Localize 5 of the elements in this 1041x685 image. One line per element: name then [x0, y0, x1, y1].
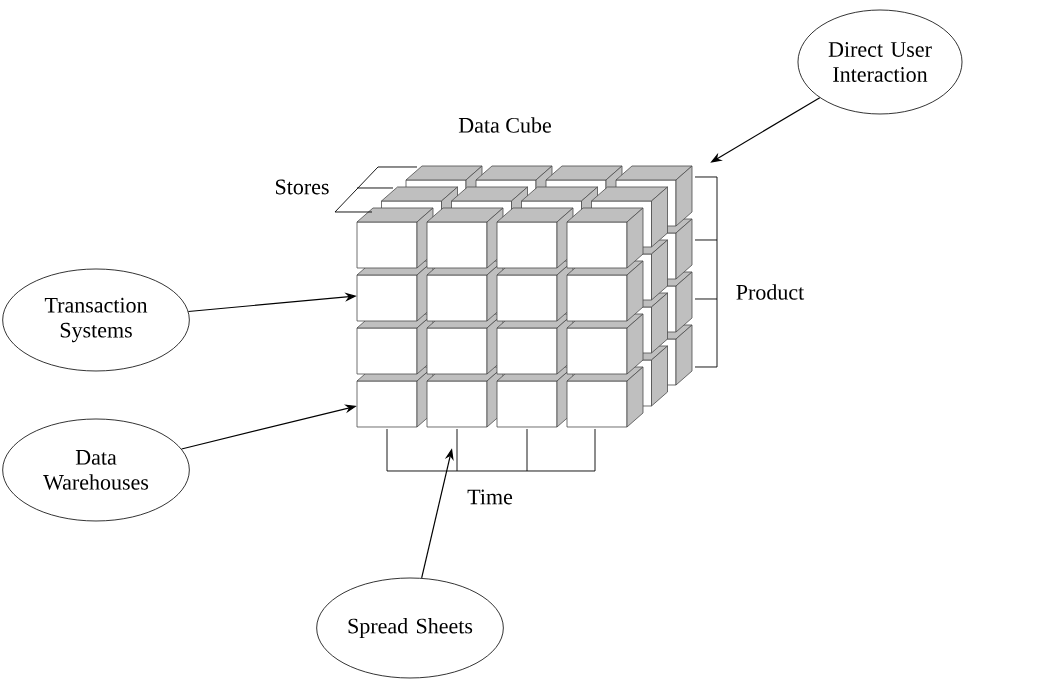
- label: Product: [736, 284, 805, 300]
- data-cube-drawing: [356, 165, 693, 428]
- label: Data Cube: [458, 117, 551, 133]
- label: Time: [467, 489, 513, 505]
- label: Stores: [276, 179, 329, 195]
